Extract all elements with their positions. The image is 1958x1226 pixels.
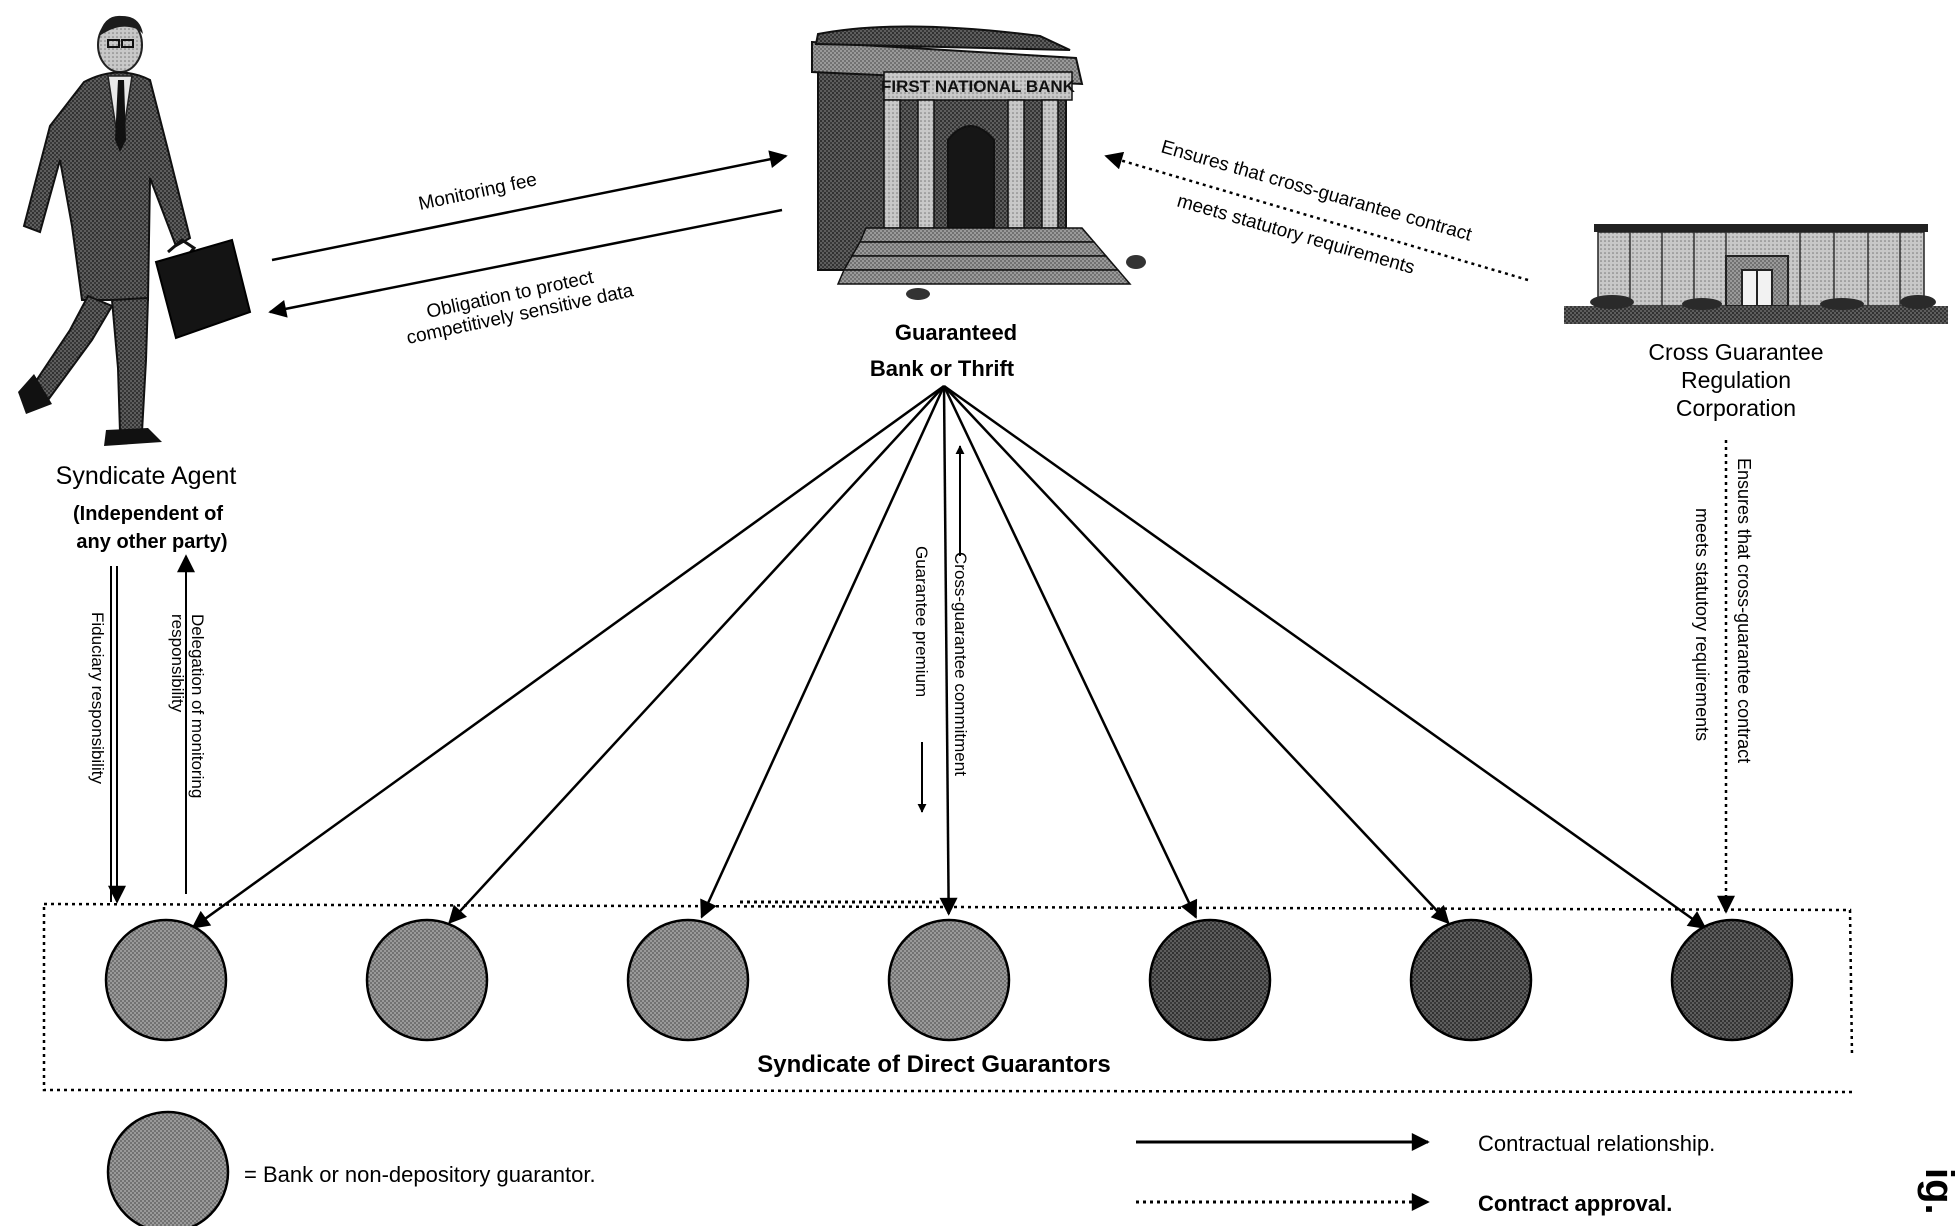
guarantor-circle [887,918,1011,1042]
agent-note-line2: any other party) [76,531,227,553]
legend-dotted-label: Contract approval. [1478,1191,1672,1216]
corp-label-line1: Cross Guarantee [1648,339,1823,365]
delegation-label-line2: responsibility [168,614,187,713]
agent-name-label: Syndicate Agent [56,462,237,490]
legend: = Bank or non-depository guarantor. Cont… [106,1110,1715,1226]
guarantor-circle [1409,918,1533,1042]
guarantee-premium-label: Guarantee premium [912,546,931,697]
ensures-side-label-line2: meets statutory requirements [1692,508,1712,741]
monitoring-fee-arrow [271,150,788,262]
delegation-label-line1: Delegation of monitoring [188,614,207,798]
guarantor-circle [1148,918,1272,1042]
contract-arrow [943,385,1450,925]
agent-note-line1: (Independent of [73,503,223,525]
guarantor-circle [365,918,489,1042]
cross-commitment-label: Cross-guarantee commitment [951,552,970,776]
bank-label-line2: Bank or Thrift [870,356,1015,381]
monitoring-fee-label: Monitoring fee [417,169,539,215]
ensures-side-label-line1: Ensures that cross-guarantee contract [1734,458,1754,763]
obligation-arrow [268,208,783,318]
guarantor-circle [626,918,750,1042]
corp-label-line3: Corporation [1676,395,1796,421]
bank-sign: FIRST NATIONAL BANK [881,77,1076,96]
syndicate-agent-figure [18,15,252,446]
bank-building: FIRST NATIONAL BANK [811,25,1146,300]
guarantor-circle [104,918,228,1042]
regulation-corporation-building [1564,224,1948,324]
syndicate-title: Syndicate of Direct Guarantors [757,1051,1110,1078]
figure-tag: ig. [1917,1168,1958,1215]
bank-label-line1: Guaranteed [895,320,1017,345]
contract-arrow [943,384,1707,929]
legend-guarantor-circle [106,1110,230,1226]
contract-arrow [700,385,946,919]
guarantor-circle [1670,918,1794,1042]
contract-arrow [448,385,945,925]
legend-solid-label: Contractual relationship. [1478,1131,1715,1156]
fiduciary-label: Fiduciary responsibility [88,612,107,784]
contract-arrow [191,384,945,929]
contract-arrow-fan [191,384,1707,929]
guarantor-row [104,918,1794,1042]
contract-arrow [939,385,958,916]
legend-circle-label: = Bank or non-depository guarantor. [244,1162,596,1187]
corp-label-line2: Regulation [1681,367,1791,393]
corp-to-bank-approval-arrow [1104,151,1529,282]
syndicate-frame [42,902,1854,1094]
contract-arrow [942,385,1198,919]
